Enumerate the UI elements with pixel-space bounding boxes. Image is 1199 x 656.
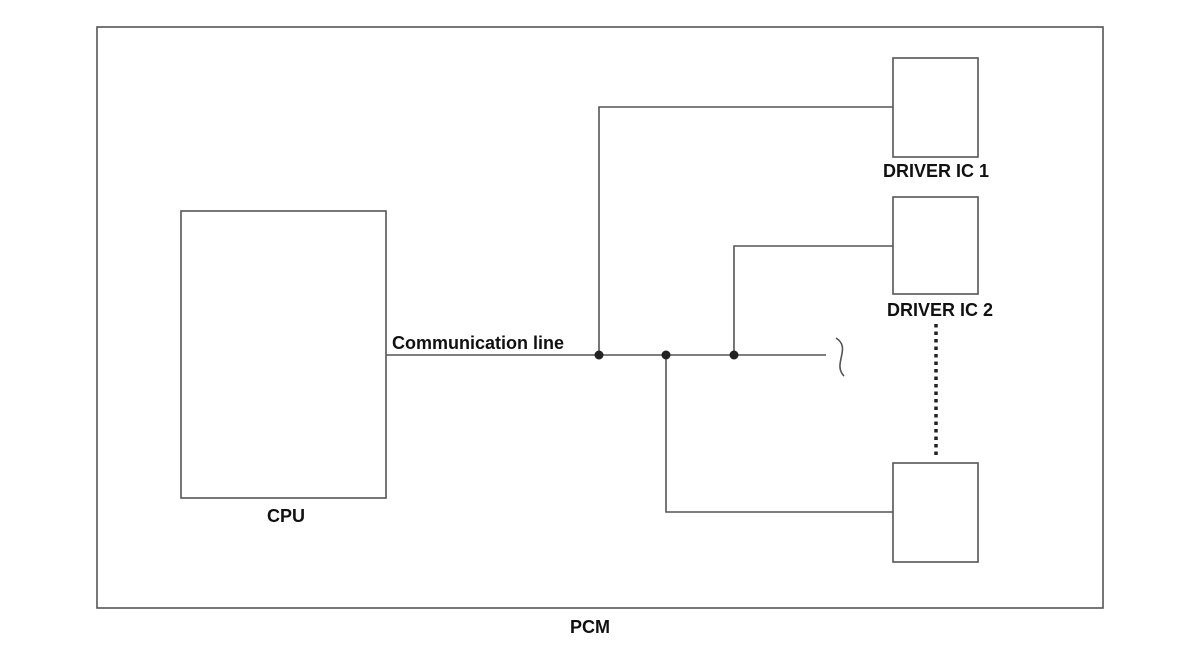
branch-driver-ic-1	[598, 106, 893, 355]
driver-ic-1-label: DRIVER IC 1	[883, 161, 989, 181]
driver-ic-2-label: DRIVER IC 2	[887, 300, 993, 320]
pcm-label: PCM	[570, 617, 610, 637]
junction-node	[661, 350, 671, 360]
cpu-label: CPU	[267, 506, 305, 526]
driver-ic-2-box	[892, 196, 979, 295]
branch-driver-ic-2	[733, 245, 893, 355]
junction-node	[729, 350, 739, 360]
branch-driver-ic-n	[665, 355, 893, 513]
driver-ic-1-box	[892, 57, 979, 158]
line-continuation-break	[835, 337, 845, 377]
junction-node	[594, 350, 604, 360]
cpu-box	[180, 210, 387, 499]
driver-ic-n-box	[892, 462, 979, 563]
communication-line-label: Communication line	[392, 333, 564, 353]
